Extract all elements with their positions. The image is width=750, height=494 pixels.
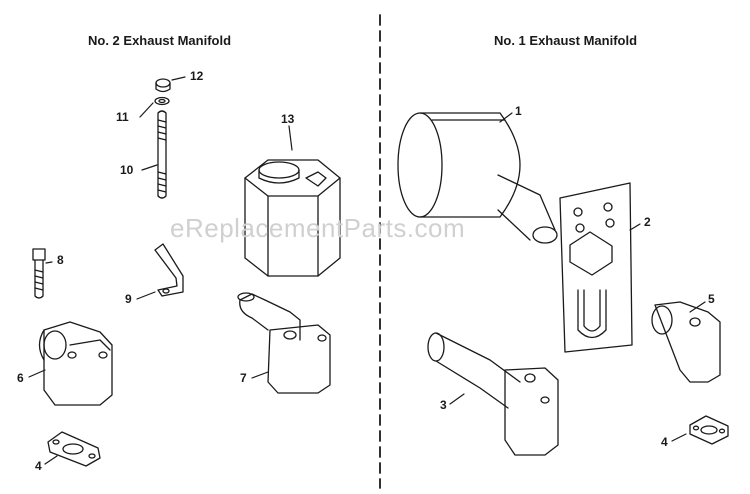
callout-3: 3 — [440, 398, 447, 412]
callout-10: 10 — [120, 163, 134, 177]
muffler-1 — [397, 112, 558, 244]
muffler-13 — [244, 159, 341, 277]
callout-9: 9 — [125, 292, 132, 306]
stud-10 — [157, 110, 167, 199]
heading-no2-exhaust-manifold: No. 2 Exhaust Manifold — [88, 33, 232, 48]
callout-11: 11 — [116, 110, 129, 124]
watermark: eReplacementParts.com — [170, 213, 466, 243]
leader-lines — [28, 76, 706, 465]
callout-13: 13 — [281, 112, 295, 126]
callout-5: 5 — [708, 292, 715, 306]
manifold-3 — [427, 332, 559, 456]
callout-6: 6 — [17, 371, 24, 385]
gasket-4-left — [47, 431, 101, 467]
callout-7: 7 — [240, 371, 247, 385]
bracket-2 — [559, 182, 633, 353]
manifold-6 — [38, 321, 113, 406]
callout-4-left: 4 — [35, 459, 42, 473]
callout-1: 1 — [515, 104, 522, 118]
washer-11 — [154, 96, 170, 106]
manifold-5 — [651, 301, 721, 383]
heading-no1-exhaust-manifold: No. 1 Exhaust Manifold — [494, 33, 638, 48]
gasket-4-right — [689, 415, 729, 445]
callout-8: 8 — [57, 253, 64, 267]
manifold-7 — [237, 292, 331, 394]
callout-12: 12 — [190, 69, 204, 83]
bolt-8 — [32, 248, 46, 299]
callout-2: 2 — [644, 215, 651, 229]
callout-4-right: 4 — [661, 435, 668, 449]
bracket-9 — [154, 243, 184, 297]
nut-12 — [155, 78, 171, 93]
